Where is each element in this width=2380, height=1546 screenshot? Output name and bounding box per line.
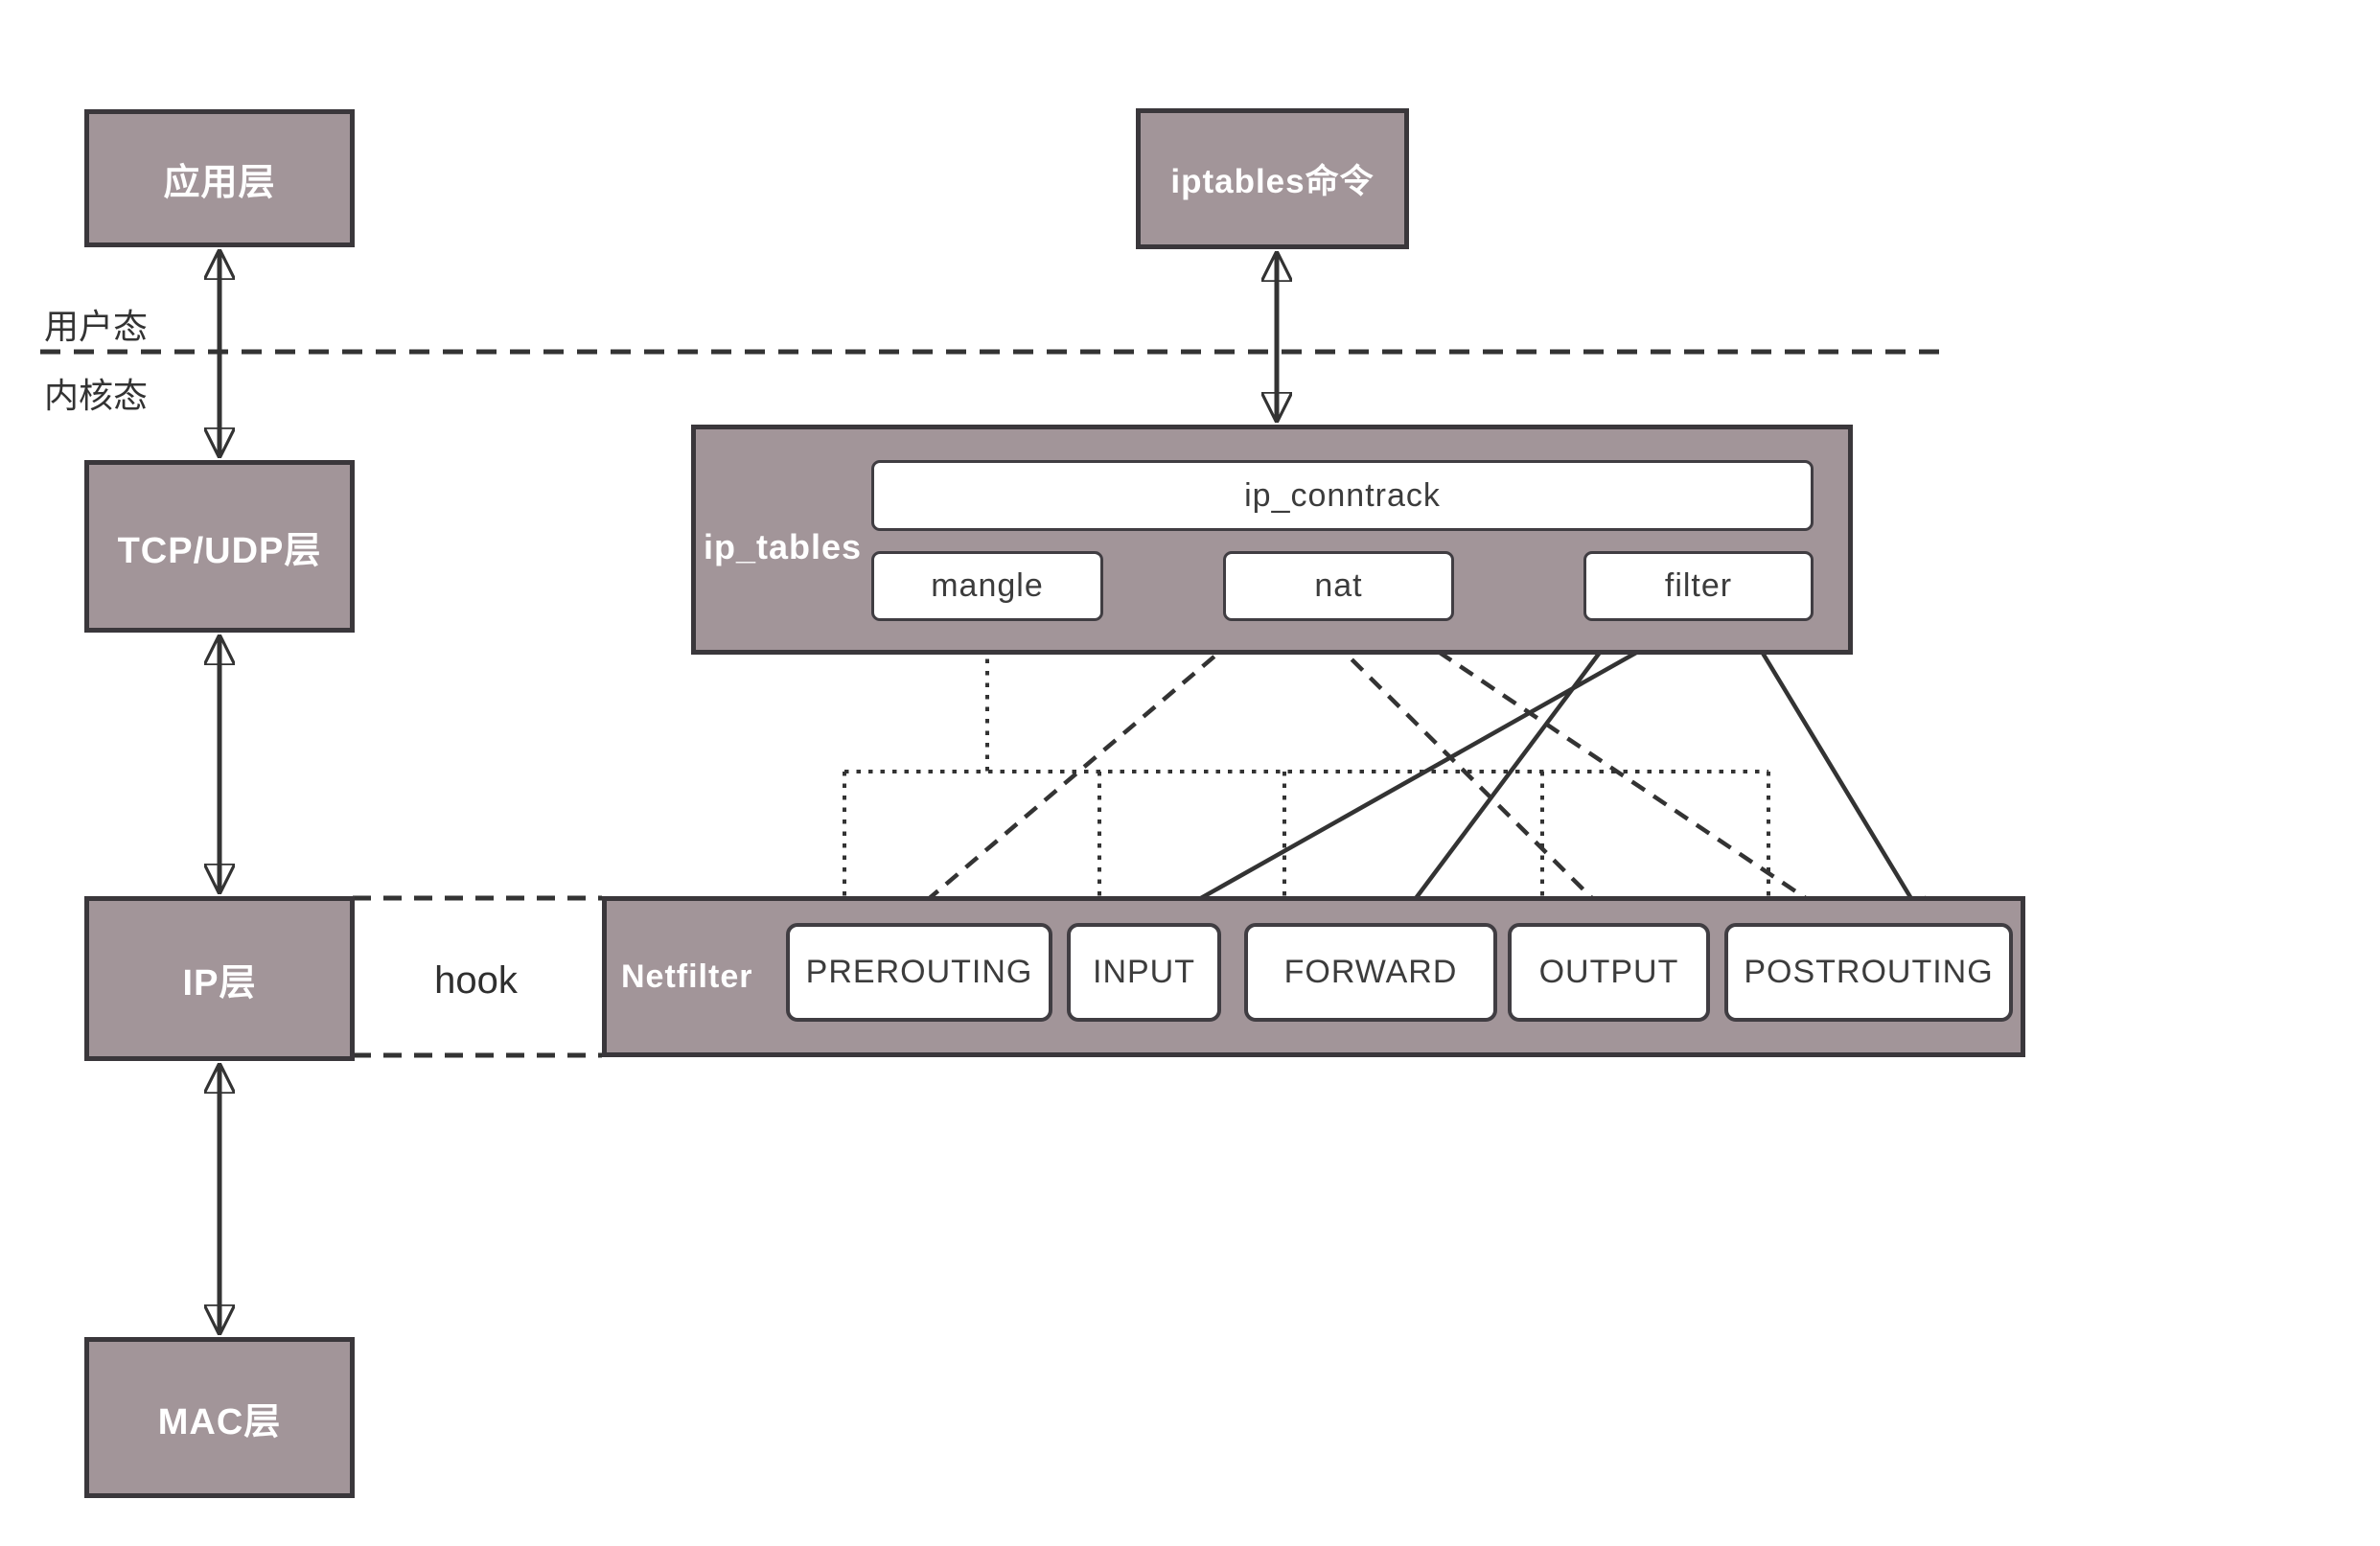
chain-postrouting-label: POSTROUTING [1744, 954, 1994, 990]
edge-filter-forward [1397, 621, 1624, 924]
iptables-cmd-label: iptables命令 [1170, 163, 1375, 200]
kernel-mode-label: 内核态 [44, 376, 149, 415]
edge-filter-input [1155, 621, 1691, 924]
app-layer-box: 应用层 [84, 109, 355, 247]
chain-input-box: INPUT [1067, 923, 1221, 1022]
filter-table-box: filter [1583, 551, 1814, 621]
chain-forward-label: FORWARD [1283, 954, 1458, 990]
mangle-table-box: mangle [871, 551, 1103, 621]
ip-layer-label: IP层 [182, 962, 257, 1004]
edge-filter-postrouting [1743, 621, 1927, 924]
chain-postrouting-box: POSTROUTING [1724, 923, 2013, 1022]
ip-tables-label: ip_tables [704, 527, 863, 566]
user-mode-label: 用户态 [44, 307, 149, 346]
ip-conntrack-box: ip_conntrack [871, 460, 1814, 531]
edge-nat-output [1313, 621, 1618, 924]
nat-table-label: nat [1314, 567, 1363, 604]
mac-layer-label: MAC层 [157, 1401, 282, 1442]
chain-prerouting-label: PREROUTING [805, 954, 1033, 990]
chain-output-label: OUTPUT [1538, 954, 1679, 990]
netfilter-label: Netfilter [621, 958, 753, 995]
hook-label: hook [434, 959, 518, 1002]
tcp-udp-layer-box: TCP/UDP层 [84, 460, 355, 633]
app-layer-label: 应用层 [163, 162, 276, 203]
tcp-udp-layer-label: TCP/UDP层 [117, 530, 322, 571]
mac-layer-box: MAC层 [84, 1337, 355, 1498]
iptables-cmd-box: iptables命令 [1136, 108, 1409, 249]
ip-conntrack-label: ip_conntrack [1244, 476, 1441, 514]
chain-input-label: INPUT [1093, 954, 1195, 990]
filter-table-label: filter [1664, 567, 1733, 604]
chain-output-box: OUTPUT [1508, 923, 1710, 1022]
chain-forward-box: FORWARD [1244, 923, 1497, 1022]
nat-table-box: nat [1223, 551, 1454, 621]
ip-layer-box: IP层 [84, 896, 355, 1061]
mangle-table-label: mangle [931, 567, 1044, 604]
chain-prerouting-box: PREROUTING [786, 923, 1052, 1022]
edge-nat-postrouting [1394, 621, 1844, 924]
